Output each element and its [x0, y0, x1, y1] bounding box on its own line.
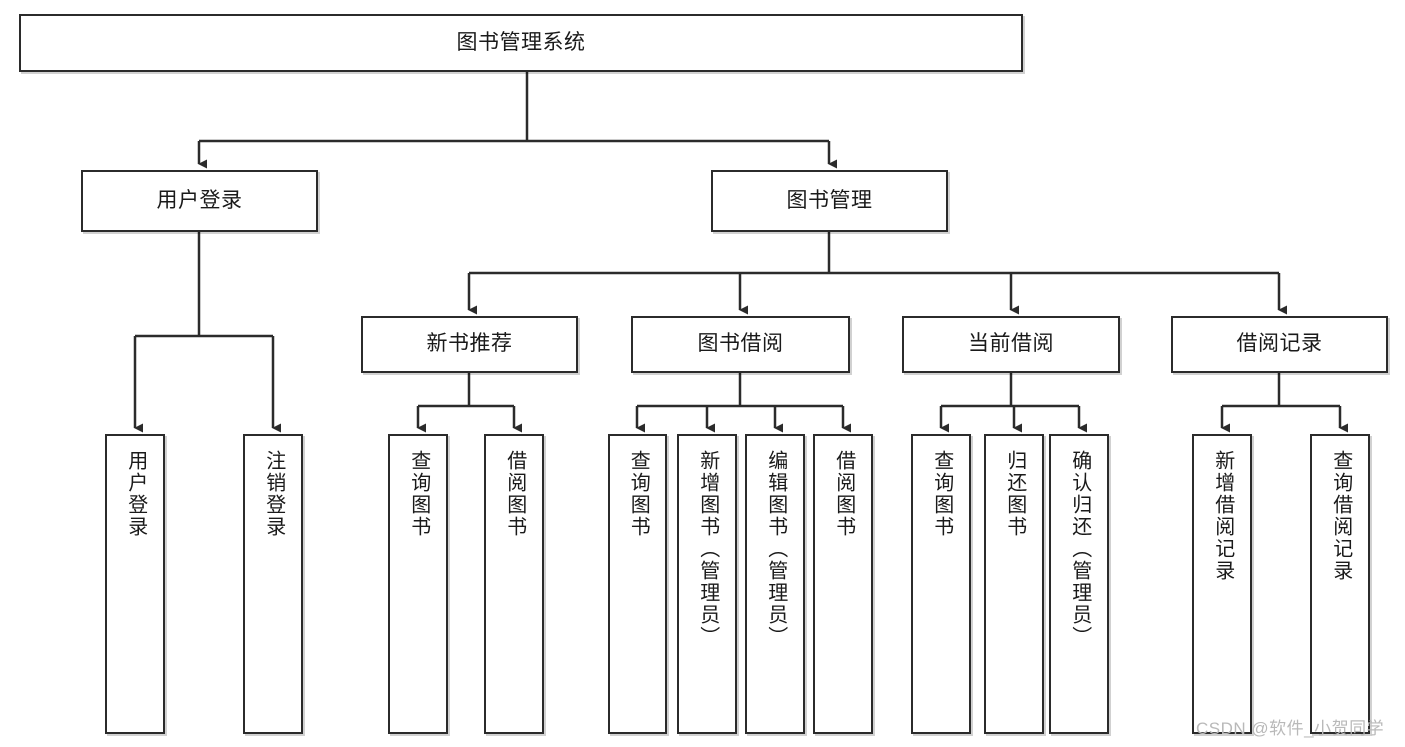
node-user-login[interactable]: 用户登录 — [81, 170, 318, 232]
leaf-add-borrow-record[interactable]: 新增借阅记录 — [1192, 434, 1252, 734]
node-book-management-label: 图书管理 — [786, 188, 873, 212]
node-root[interactable]: 图书管理系统 — [19, 14, 1023, 72]
node-new-book-recommend[interactable]: 新书推荐 — [361, 316, 578, 373]
leaf-borrow-book-recommend[interactable]: 借阅图书 — [484, 434, 544, 734]
leaf-user-login[interactable]: 用户登录 — [105, 434, 165, 734]
node-book-management[interactable]: 图书管理 — [711, 170, 948, 232]
leaf-return-book[interactable]: 归还图书 — [984, 434, 1044, 734]
node-new-book-recommend-label: 新书推荐 — [426, 332, 513, 356]
node-root-label: 图书管理系统 — [456, 30, 586, 54]
leaf-query-book-current[interactable]: 查询图书 — [911, 434, 971, 734]
leaf-add-book-admin-label: 新增图书（管理员） — [696, 450, 719, 648]
leaf-borrow-book-label: 借阅图书 — [832, 450, 855, 538]
node-user-login-label: 用户登录 — [156, 188, 243, 212]
leaf-borrow-book-recommend-label: 借阅图书 — [503, 450, 526, 538]
node-book-borrow-label: 图书借阅 — [697, 332, 784, 356]
leaf-query-book-recommend-label: 查询图书 — [407, 450, 430, 538]
leaf-query-book-current-label: 查询图书 — [930, 450, 953, 538]
leaf-logout[interactable]: 注销登录 — [243, 434, 303, 734]
leaf-query-book-borrow-label: 查询图书 — [627, 450, 650, 538]
leaf-query-borrow-record-label: 查询借阅记录 — [1329, 450, 1352, 582]
node-current-borrow-label: 当前借阅 — [968, 332, 1054, 356]
leaf-confirm-return-admin[interactable]: 确认归还（管理员） — [1049, 434, 1109, 734]
leaf-return-book-label: 归还图书 — [1003, 450, 1026, 538]
leaf-query-borrow-record[interactable]: 查询借阅记录 — [1310, 434, 1370, 734]
csdn-watermark: CSDN @软件_小贺同学 — [1196, 719, 1385, 738]
leaf-edit-book-admin[interactable]: 编辑图书（管理员） — [745, 434, 805, 734]
leaf-edit-book-admin-label: 编辑图书（管理员） — [764, 450, 787, 648]
leaf-logout-label: 注销登录 — [262, 450, 285, 538]
node-current-borrow[interactable]: 当前借阅 — [902, 316, 1120, 373]
leaf-query-book-recommend[interactable]: 查询图书 — [388, 434, 448, 734]
leaf-query-book-borrow[interactable]: 查询图书 — [608, 434, 667, 734]
node-borrow-record[interactable]: 借阅记录 — [1171, 316, 1388, 373]
node-borrow-record-label: 借阅记录 — [1236, 332, 1323, 356]
leaf-confirm-return-admin-label: 确认归还（管理员） — [1068, 450, 1091, 648]
leaf-add-book-admin[interactable]: 新增图书（管理员） — [677, 434, 737, 734]
node-book-borrow[interactable]: 图书借阅 — [631, 316, 850, 373]
leaf-user-login-label: 用户登录 — [124, 450, 147, 538]
leaf-borrow-book[interactable]: 借阅图书 — [813, 434, 873, 734]
leaf-add-borrow-record-label: 新增借阅记录 — [1211, 450, 1234, 582]
